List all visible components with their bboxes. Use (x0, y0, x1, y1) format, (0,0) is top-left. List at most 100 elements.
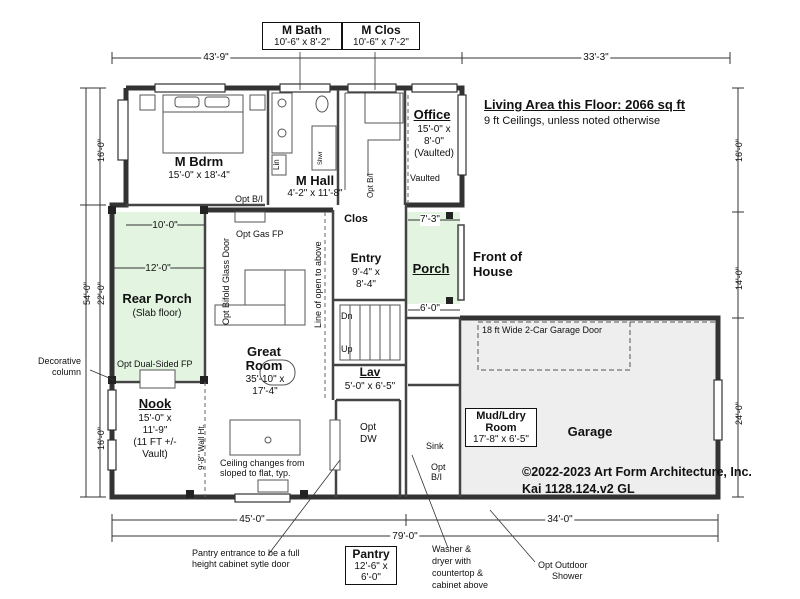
pantry-entrance-note-2: height cabinet sytle door (192, 559, 290, 569)
dim-right-mid: 14'-0" (734, 267, 744, 290)
garage-name: Garage (567, 424, 613, 439)
opt-gas-fp-note: Opt Gas FP (236, 229, 284, 239)
closet-shelf (344, 92, 401, 190)
living-area-title: Living Area this Floor: 2066 sq ft (484, 97, 686, 112)
opt-dw-note-2: DW (360, 434, 377, 445)
mud-callout-name2: Room (485, 422, 517, 435)
entry-size2: 8'-4" (356, 279, 376, 290)
rear-porch-name: Rear Porch (122, 291, 192, 306)
washer-note-2: dryer with (432, 556, 472, 566)
dashed-guides (204, 95, 409, 497)
opt-bi-top-note: Opt B/I (235, 194, 264, 204)
front-of-house-2: House (473, 264, 513, 279)
wall-ht-note: 9'-8" Wall Ht. (197, 424, 206, 470)
copyright-line: ©2022-2023 Art Form Architecture, Inc. (522, 465, 752, 479)
dim-left-total-a: 54'-0" (82, 282, 92, 305)
washer-note-3: countertop & (432, 568, 484, 578)
m-hall-name: M Hall (295, 173, 335, 188)
dim-top-right: 33'-3" (581, 52, 611, 64)
office-name: Office (413, 107, 451, 122)
rear-porch-sub: (Slab floor) (132, 308, 182, 319)
mud-callout-size: 17'-8" x 6'-5" (473, 434, 529, 446)
dim-porch-w: 10'-0" (152, 220, 178, 232)
m-clos-callout: M Clos 10'-6" x 7'-2" (342, 22, 420, 51)
dim-front-porch-top: 7'-3" (420, 214, 440, 226)
outdoor-shower-note-1: Opt Outdoor (538, 560, 588, 570)
opt-dual-fp-note: Opt Dual-Sided FP (117, 359, 193, 369)
dim-porch-inner: 12'-0" (145, 263, 171, 275)
dim-front-porch-bottom: 6'-0" (420, 303, 440, 315)
ceiling-note: 9 ft Ceilings, unless noted otherwise (484, 115, 661, 127)
dn-label: Dn (341, 311, 353, 321)
mud-callout: Mud/Ldry Room 17'-8" x 6'-5" (465, 408, 537, 448)
pantry-callout-size2: 6'-0" (361, 572, 381, 584)
entry-size1: 9'-4" x (352, 267, 380, 278)
washer-note-4: cabinet above (432, 580, 489, 590)
nook-size4: Vault) (142, 449, 168, 460)
great-room-size2: 17'-4" (252, 386, 278, 397)
dim-right-garage: 24'-0" (734, 402, 744, 425)
m-bath-callout-name: M Bath (282, 23, 322, 37)
office-vaulted: (Vaulted) (414, 148, 454, 159)
leader-lines (89, 52, 536, 563)
line-open-note: Line of open to above (313, 241, 323, 328)
pantry-entrance-note-1: Pantry entrance to be a full (192, 548, 300, 558)
ceiling-change-note-1: Ceiling changes from (220, 458, 305, 468)
mud-callout-name1: Mud/Ldry (476, 410, 526, 422)
pantry-callout: Pantry 12'-6" x 6'-0" (345, 546, 397, 586)
dim-left-nook: 16'-0" (96, 427, 106, 450)
plan-id: Kai 1128.124.v2 GL (522, 482, 635, 496)
nook-size1: 15'-0" x (138, 413, 172, 424)
garage-door-note: 18 ft Wide 2-Car Garage Door (482, 325, 603, 335)
opt-bi-mud-note-1: Opt (431, 462, 446, 472)
m-clos-callout-name: M Clos (361, 23, 401, 37)
sink-note: Sink (426, 441, 444, 451)
nook-name: Nook (138, 396, 172, 411)
shwr-label: Shwr (318, 151, 324, 165)
m-bath-callout: M Bath 10'-6" x 8'-2" (262, 22, 342, 51)
decorative-note-2: column (52, 367, 82, 377)
m-hall-size: 4'-2" x 11'-8" (287, 188, 343, 199)
m-bdrm-size: 15'-0" x 18'-4" (168, 170, 230, 181)
porch-posts (108, 206, 453, 498)
front-porch-name: Porch (412, 261, 450, 276)
front-porch-fill (406, 212, 460, 304)
windows (107, 83, 723, 503)
clos-name: Clos (344, 213, 368, 225)
pantry-callout-name: Pantry (352, 547, 390, 561)
lin-label: Lin (272, 159, 281, 170)
dim-left-total-b: 22'-0" (96, 282, 106, 305)
lav-size: 5'-0" x 6'-5" (344, 381, 396, 392)
dim-bottom-right: 34'-0" (545, 514, 575, 526)
dim-right-top: 16'-0" (734, 139, 744, 162)
washer-note-1: Washer & (432, 544, 472, 554)
opt-dw-note-1: Opt (360, 422, 377, 433)
dim-bottom-left: 45'-0" (237, 514, 267, 526)
dim-left-top: 16'-0" (96, 139, 106, 162)
nook-size3: (11 FT +/- (133, 437, 177, 448)
opt-bifold-note: Opt Bifold Glass Door (221, 237, 231, 325)
entry-name: Entry (350, 251, 382, 265)
vaulted-note: Vaulted (410, 173, 440, 183)
great-room-name2: Room (245, 358, 283, 373)
dim-top-left: 43'-9" (201, 52, 231, 64)
great-room-furniture (139, 211, 341, 493)
front-porch-rail (457, 224, 465, 301)
nook-size2: 11'-9" (142, 425, 168, 436)
ceiling-change-note-2: sloped to flat, typ. (220, 468, 291, 478)
outdoor-shower-note-2: Shower (552, 571, 583, 581)
lav-name: Lav (359, 365, 381, 379)
decorative-note-1: Decorative (38, 356, 82, 366)
bath-fixtures (271, 92, 404, 176)
great-room-size1: 35'-10" x (245, 374, 285, 385)
pantry-callout-size1: 12'-6" x (354, 561, 388, 573)
garage-door-line (477, 321, 631, 371)
m-bdrm-name: M Bdrm (174, 154, 224, 169)
front-of-house-1: Front of (473, 249, 523, 264)
office-size2: 8'-0" (424, 136, 444, 147)
up-label: Up (341, 344, 353, 354)
bed (139, 94, 266, 154)
opt-bi-hall-note: Opt B/I (366, 173, 375, 198)
opt-bi-mud-note-2: B/I (431, 472, 443, 482)
